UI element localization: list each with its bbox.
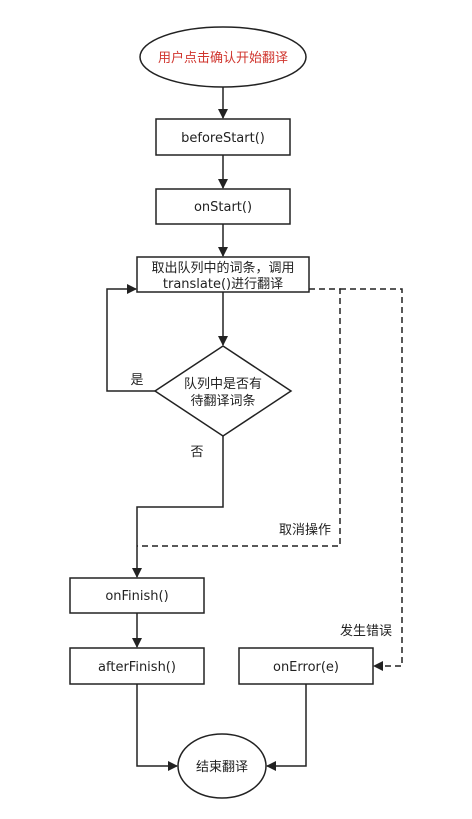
- dequeue-label-line1: 取出队列中的词条，调用: [151, 260, 294, 276]
- edge-after-finish-to-end: [136, 684, 178, 771]
- after-finish-node: [69, 647, 205, 685]
- after-finish-label: afterFinish(): [98, 660, 176, 675]
- decision-label-line1: 队列中是否有: [184, 377, 262, 392]
- edge-on-error-to-end: [266, 684, 307, 771]
- before-start-node: [155, 118, 291, 156]
- edge-error-dashed: [340, 288, 403, 671]
- on-start-node: [155, 188, 291, 225]
- before-start-label: beforeStart(): [181, 131, 265, 146]
- edge-decision-yes-loop: [106, 284, 155, 392]
- dequeue-node: [136, 256, 310, 293]
- end-node-label: 结束翻译: [196, 760, 248, 775]
- start-node-label: 用户点击确认开始翻译: [158, 50, 288, 66]
- decision-label-line2: 待翻译词条: [190, 393, 255, 409]
- on-finish-label: onFinish(): [105, 589, 168, 604]
- edge-decision-no-to-on-finish: [132, 436, 224, 578]
- on-error-node: [238, 647, 374, 685]
- edge-label-cancel: 取消操作: [279, 522, 331, 538]
- edge-label-yes: 是: [130, 373, 143, 388]
- on-start-label: onStart(): [194, 200, 252, 215]
- edge-cancel-dashed: [137, 288, 341, 547]
- on-error-label: onError(e): [273, 660, 339, 675]
- edge-label-error: 发生错误: [340, 623, 392, 639]
- edge-label-no: 否: [190, 445, 203, 460]
- dequeue-label-line2: translate()进行翻译: [163, 277, 283, 292]
